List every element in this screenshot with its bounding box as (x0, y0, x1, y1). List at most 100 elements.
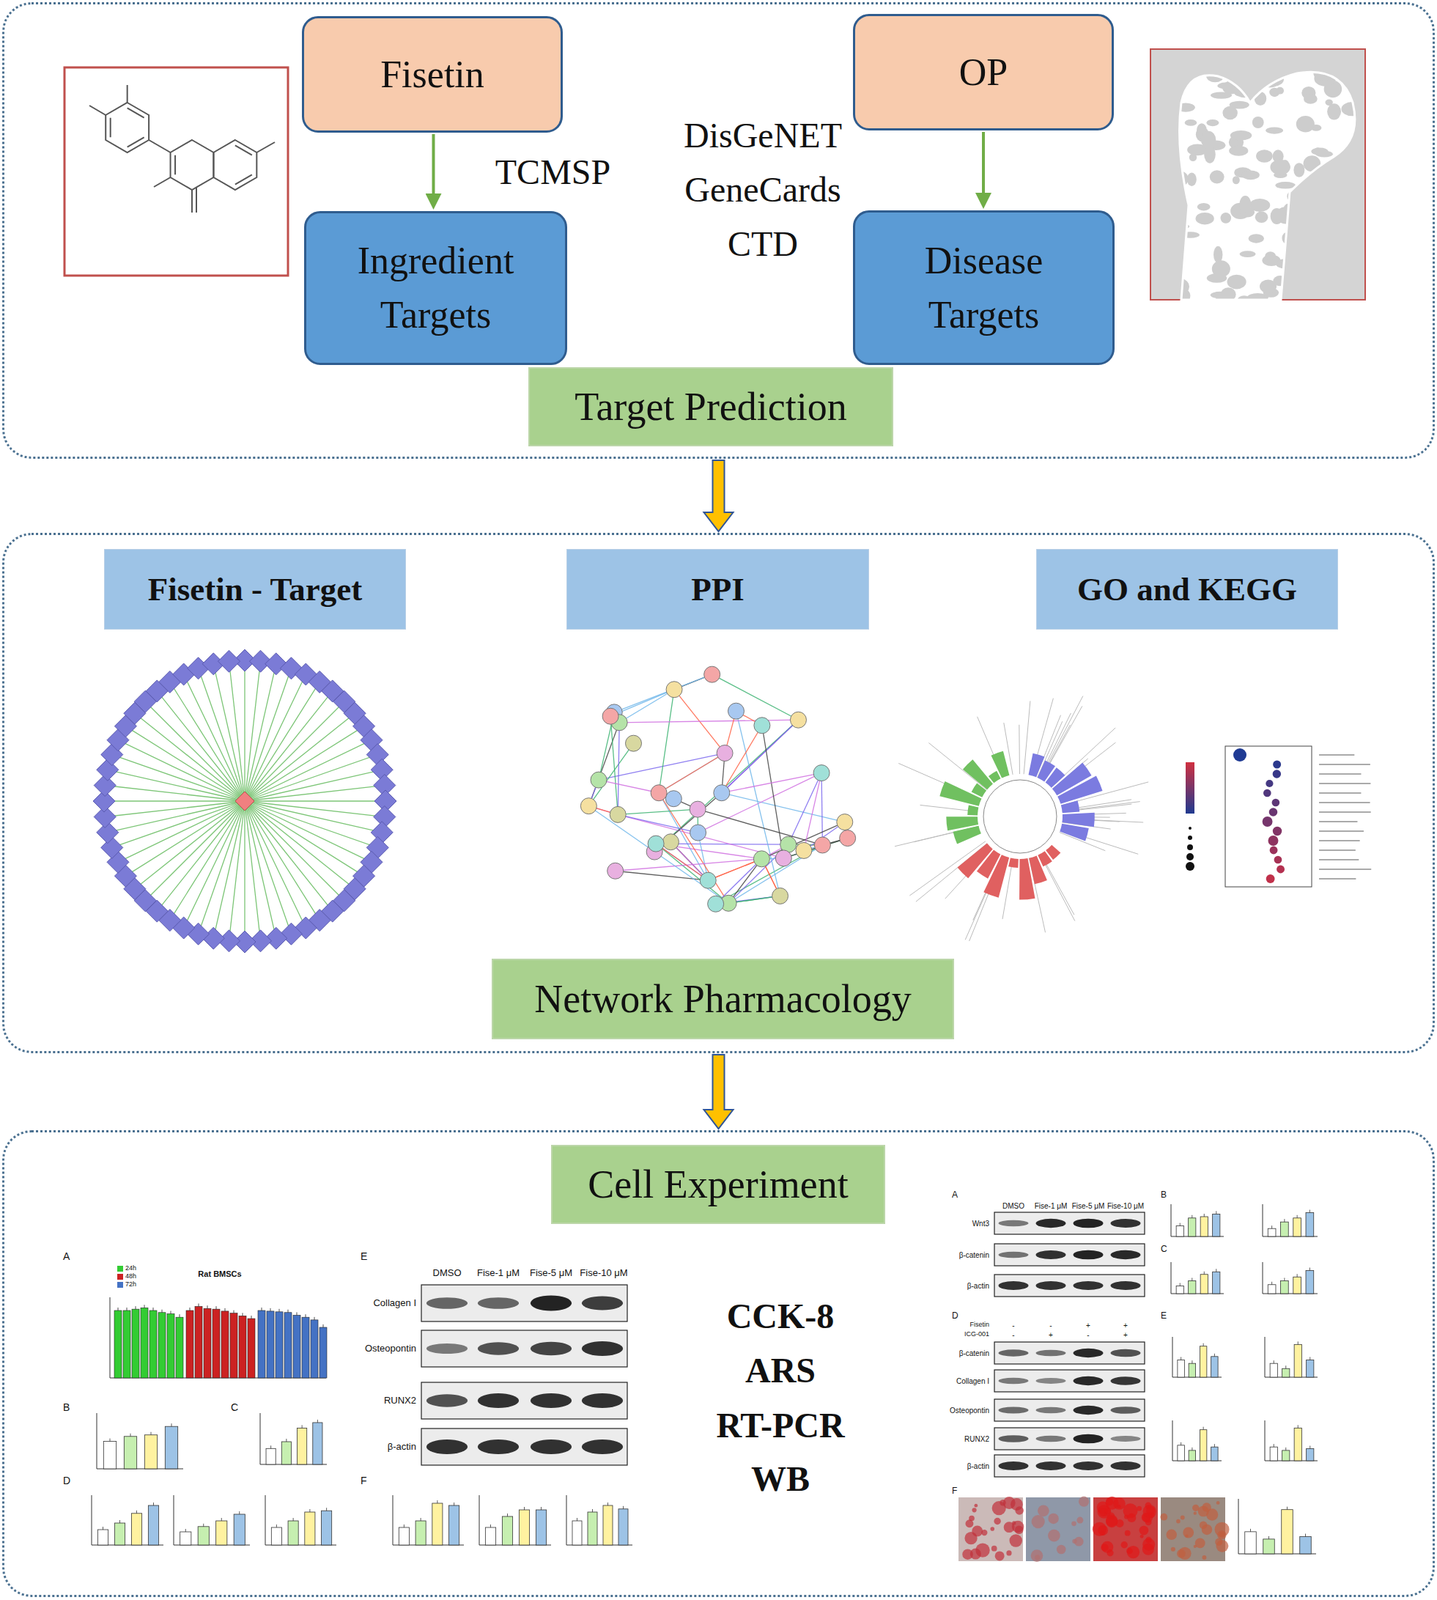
experiment-figures (581, 1439, 623, 1454)
kegg-dot-plot (1319, 858, 1359, 861)
target-network (244, 800, 345, 901)
experiment-figures (1142, 1543, 1155, 1555)
bone-illustration (1339, 181, 1361, 198)
bone-illustration (1302, 255, 1311, 270)
experiment-figures (96, 1412, 184, 1469)
figure-label: Wnt3 (972, 1219, 990, 1228)
experiment-figures (1264, 1336, 1318, 1377)
experiment-figures (1176, 1286, 1184, 1295)
go-circle-plot (1059, 823, 1089, 842)
experiment-figures (618, 1508, 629, 1545)
experiment-figures (1170, 1203, 1224, 1237)
experiment-figures (301, 1424, 303, 1428)
bone-illustration (1206, 273, 1227, 283)
experiment-figures (587, 1511, 598, 1545)
go-circle-plot (1061, 800, 1080, 813)
target-network (156, 800, 245, 911)
experiment-figures (530, 1393, 572, 1408)
bone-illustration (1346, 63, 1358, 75)
experiment-figures (114, 1522, 125, 1545)
experiment-figures (998, 1349, 1029, 1356)
ppi-network (655, 843, 708, 881)
bone-illustration (1252, 74, 1263, 87)
experiment-figures (148, 1505, 159, 1545)
experiment-figures (189, 1307, 191, 1311)
figure-label: + (1123, 1321, 1128, 1330)
bone-illustration (1275, 181, 1296, 189)
bone-illustration (1303, 93, 1318, 105)
ppi-network (665, 790, 682, 807)
experiment-figures (507, 1513, 508, 1517)
experiment-figures (1031, 1514, 1045, 1528)
experiment-figures (994, 1243, 1145, 1266)
go-circle-plot (1008, 857, 1019, 867)
experiment-figures (150, 1431, 152, 1435)
method-label: CCK-8 (726, 1297, 835, 1336)
experiment-figures (293, 1314, 301, 1378)
experiment-figures (989, 1526, 995, 1531)
experiment-figures (398, 1527, 409, 1545)
experiment-figures (170, 1310, 172, 1314)
kegg-dot-plot (1186, 852, 1194, 861)
flow-arrow (432, 134, 436, 194)
experiment-figures (1286, 1506, 1288, 1510)
bone-illustration (1330, 290, 1352, 303)
experiment-figures (1110, 1406, 1141, 1414)
experiment-figures (421, 1428, 628, 1465)
bone-illustration (1354, 112, 1368, 125)
kegg-dot-plot (1319, 849, 1356, 851)
bone-illustration (1158, 212, 1181, 230)
bone-illustration (1229, 101, 1250, 110)
figure-label: E (1160, 1310, 1167, 1321)
figure-label: F (951, 1486, 958, 1496)
experiment-figures (1180, 1514, 1185, 1520)
experiment-figures (179, 1313, 181, 1317)
experiment-figures (1191, 1214, 1193, 1218)
experiment-figures (994, 1398, 1145, 1421)
experiment-figures (102, 1526, 104, 1530)
figure-label: C (230, 1401, 239, 1413)
experiment-figures (1179, 1223, 1181, 1226)
experiment-figures (477, 1393, 519, 1408)
bone-illustration (1296, 115, 1315, 132)
experiment-figures (261, 1307, 263, 1311)
figure-label: β-catenin (959, 1349, 990, 1358)
experiment-figures (436, 1500, 438, 1503)
experiment-figures (1211, 1446, 1218, 1461)
experiment-figures (131, 1308, 140, 1378)
bone-illustration (1270, 208, 1284, 225)
bone-illustration (1150, 49, 1372, 305)
experiment-figures (1009, 1533, 1022, 1547)
experiment-figures (1297, 1273, 1298, 1277)
experiment-figures (1073, 1218, 1104, 1229)
experiment-figures (1127, 1545, 1140, 1558)
experiment-figures (1101, 1541, 1114, 1553)
experiment-figures (1309, 1445, 1311, 1449)
target-network (93, 649, 397, 953)
experiment-figures (1145, 1536, 1152, 1544)
experiment-figures (1188, 1450, 1196, 1461)
legend-text: 72h (125, 1280, 137, 1288)
target-network (104, 800, 245, 801)
section-header: Fisetin - Target (104, 548, 406, 630)
target-network (244, 800, 306, 928)
experiment-figures (296, 1311, 298, 1315)
experiment-figures (257, 1310, 266, 1378)
ppi-network (658, 753, 725, 793)
go-circle-plot (983, 779, 1057, 853)
experiment-figures (309, 1508, 310, 1512)
target-network (104, 800, 245, 817)
experiment-figures (1072, 1538, 1077, 1544)
molecule-structure (256, 142, 275, 153)
experiment-figures (1188, 1217, 1196, 1237)
experiment-figures (1199, 1429, 1207, 1461)
experiment-figures (293, 1517, 294, 1521)
bone-illustration (1338, 186, 1359, 203)
kegg-dot-plot (1319, 811, 1372, 813)
experiment-figures (1305, 1270, 1314, 1295)
experiment-figures (1282, 1368, 1290, 1377)
kegg-dot-plot (1225, 745, 1312, 887)
experiment-figures (622, 1505, 624, 1509)
method-label: RT-PCR (715, 1406, 845, 1446)
kegg-dot-plot (1319, 773, 1361, 775)
